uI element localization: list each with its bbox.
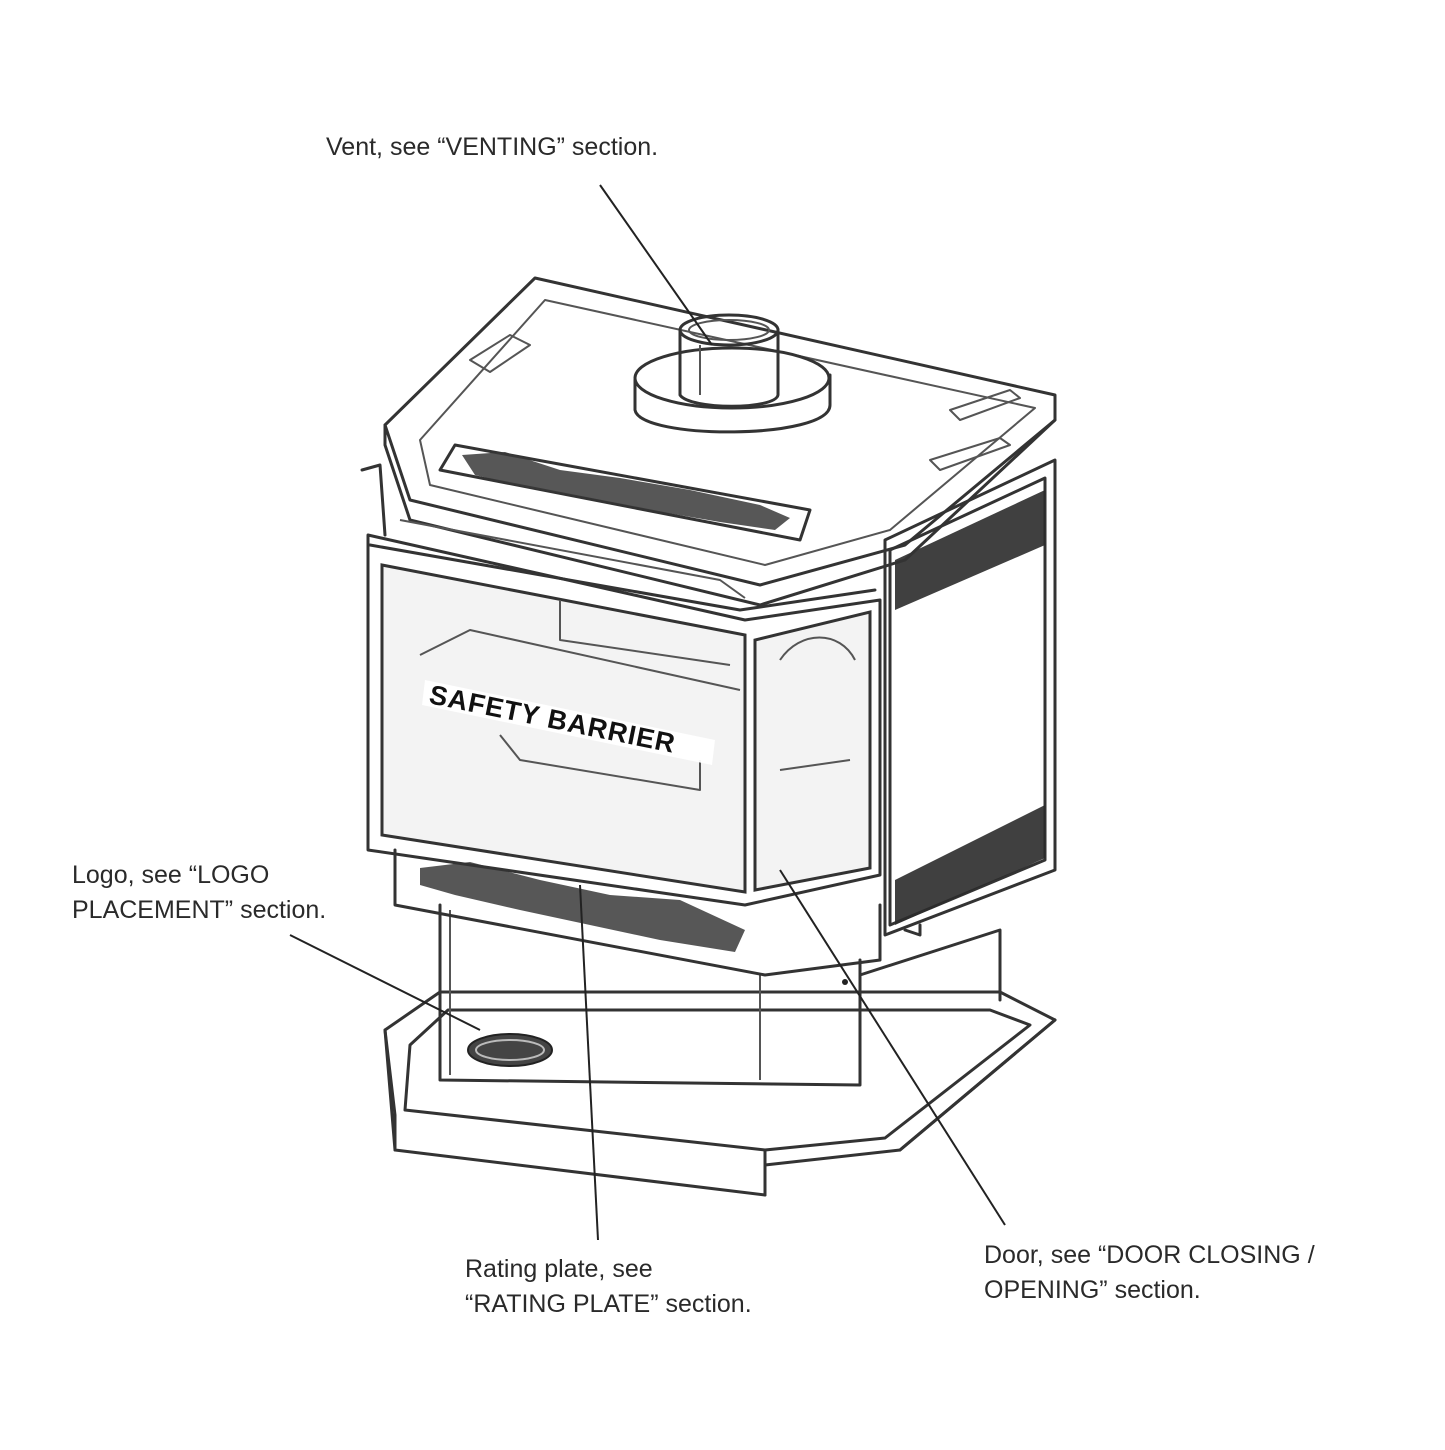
logo-callout-line-2: PLACEMENT” section. [72,896,327,924]
vent-collar [633,313,832,434]
rating-plate-callout-line-1: Rating plate, see [465,1255,653,1283]
logo-callout: Logo, see “LOGO PLACEMENT” section. [72,858,326,928]
vent-leader-line [599,184,713,346]
rating-plate-point [842,979,848,985]
rating-plate-callout-line-2: “RATING PLATE” section. [465,1290,752,1318]
lower-grille-band [393,848,882,977]
logo-callout-line-1: Logo, see “LOGO [72,861,270,889]
door-callout-line-2: OPENING” section. [984,1276,1201,1304]
logo-badge [467,1033,553,1067]
stove-top [383,276,1057,607]
door-callout: Door, see “DOOR CLOSING / OPENING” secti… [984,1238,1315,1308]
rating-plate-callout: Rating plate, see “RATING PLATE” section… [465,1252,752,1322]
door-leader-line [779,869,1006,1226]
stove-base [383,990,1057,1197]
vent-callout-line-1: Vent, see “VENTING” section. [326,133,659,161]
rating-leader-line [579,884,599,1241]
vent-callout: Vent, see “VENTING” section. [326,130,658,165]
stove-pedestal [438,903,1002,1087]
stove-side-panel [883,458,1057,937]
door-callout-line-1: Door, see “DOOR CLOSING / [984,1241,1315,1269]
door-frame [360,463,882,907]
logo-leader-line [289,934,481,1031]
leader-lines [289,184,1006,1241]
top-grille [438,443,812,542]
